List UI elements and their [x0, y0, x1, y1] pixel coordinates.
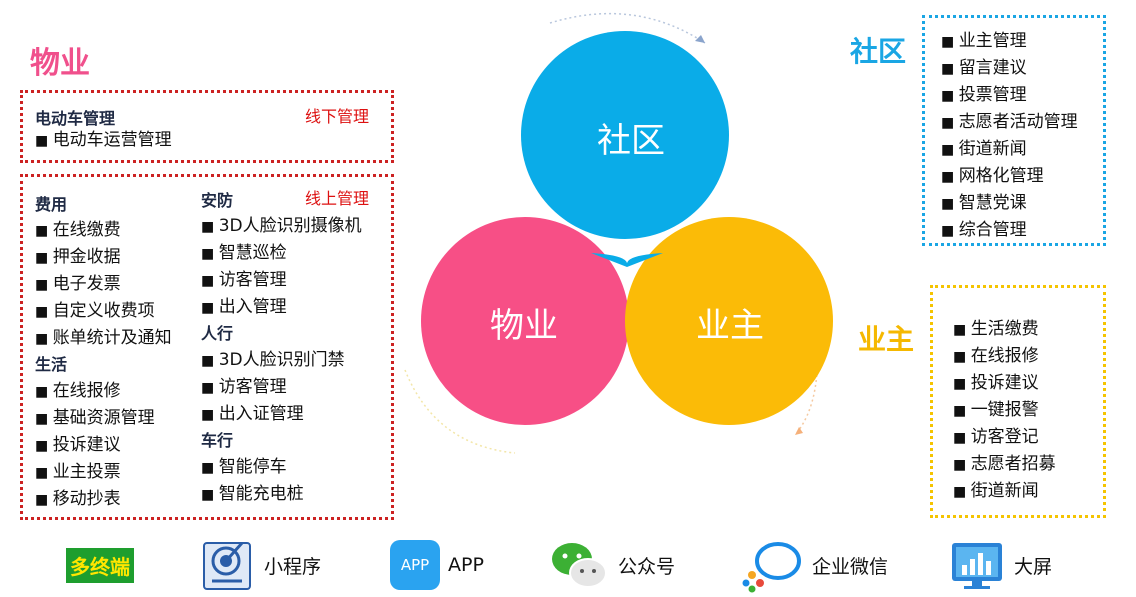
footer-big-screen: 大屏 [950, 535, 1052, 595]
venn-label-wuye: 物业 [490, 306, 558, 346]
section-header-vehicle: 车行 [201, 431, 234, 450]
list-item: 留言建议 [941, 55, 1078, 82]
list-item: 电子发票 [35, 271, 172, 298]
list-item: 在线报修 [35, 378, 172, 405]
list-item: 智能停车 [201, 454, 362, 481]
list-item: 智慧党课 [941, 190, 1078, 217]
yezhu-title: 业主 [858, 323, 915, 356]
list-item: 业主投票 [35, 459, 172, 486]
wuye-title: 物业 [30, 46, 90, 81]
arc-right-arrow [795, 427, 803, 435]
footer-wecom: 企业微信 [742, 535, 888, 595]
list-item: 自定义收费项 [35, 298, 172, 325]
list-item: 移动抄表 [35, 486, 172, 513]
online-tag: 线上管理 [305, 189, 370, 208]
venn-join [591, 253, 663, 267]
list-item: 基础资源管理 [35, 405, 172, 432]
wechat-icon [552, 543, 607, 588]
list-item: 街道新闻 [941, 136, 1078, 163]
app-icon: APP [390, 540, 440, 590]
list-item: 一键报警 [953, 397, 1056, 424]
mini-program-label: 小程序 [264, 555, 322, 578]
list-item: 网格化管理 [941, 163, 1078, 190]
footer-multi-terminal: 多终端 [66, 535, 134, 595]
list-item: 投诉建议 [35, 432, 172, 459]
list-item: 志愿者活动管理 [941, 109, 1078, 136]
wecom-icon [742, 542, 801, 593]
big-screen-icon [952, 543, 1002, 589]
list-item: 账单统计及通知 [35, 325, 172, 352]
list-item: 在线报修 [953, 343, 1056, 370]
offline-management-box: 电动车管理 线下管理 电动车运营管理 [20, 90, 394, 163]
offline-tag: 线下管理 [305, 107, 370, 126]
list-item: 综合管理 [941, 217, 1078, 244]
online-right-column: 安防 3D人脸识别摄像机 智慧巡检 访客管理 出入管理 人行 3D人脸识别门禁 … [201, 189, 362, 508]
footer-mini-program: 小程序 [200, 535, 321, 595]
list-item: 投票管理 [941, 82, 1078, 109]
footer-official-account: 公众号 [548, 535, 675, 595]
section-header-pedestrian: 人行 [201, 324, 234, 343]
list-item: 业主管理 [941, 28, 1078, 55]
arc-top-arrow [695, 35, 705, 43]
multi-terminal-badge: 多终端 [66, 547, 134, 583]
list-item: 智慧巡检 [201, 240, 362, 267]
list-item: 3D人脸识别摄像机 [201, 213, 362, 240]
shequ-box: 业主管理 留言建议 投票管理 志愿者活动管理 街道新闻 网格化管理 智慧党课 综… [922, 15, 1106, 246]
online-left-column: 费用 在线缴费 押金收据 电子发票 自定义收费项 账单统计及通知 生活 在线报修… [35, 193, 172, 513]
list-item: 出入管理 [201, 294, 362, 321]
official-account-label: 公众号 [618, 555, 676, 578]
app-label: APP [448, 554, 484, 576]
venn-diagram [404, 12, 833, 454]
offline-header: 电动车管理 [35, 109, 116, 128]
venn-circle-wuye [421, 217, 629, 425]
list-item: 智能充电桩 [201, 481, 362, 508]
list-item: 访客管理 [201, 267, 362, 294]
list-item: 押金收据 [35, 244, 172, 271]
list-item: 街道新闻 [953, 478, 1056, 505]
list-item: 访客登记 [953, 424, 1056, 451]
list-item: 投诉建议 [953, 370, 1056, 397]
section-header-fee: 费用 [35, 195, 68, 214]
venn-circle-shequ [521, 31, 729, 239]
venn-label-shequ: 社区 [597, 121, 665, 161]
list-item: 3D人脸识别门禁 [201, 347, 362, 374]
list-item: 生活缴费 [953, 316, 1056, 343]
list-item: 志愿者招募 [953, 451, 1056, 478]
section-header-life: 生活 [35, 355, 68, 374]
list-item: 在线缴费 [35, 217, 172, 244]
shequ-title: 社区 [850, 35, 907, 68]
wecom-label: 企业微信 [812, 555, 889, 578]
section-header-security: 安防 [201, 191, 234, 210]
yezhu-box: 生活缴费 在线报修 投诉建议 一键报警 访客登记 志愿者招募 街道新闻 [930, 285, 1106, 518]
venn-circle-yezhu [625, 217, 833, 425]
venn-label-yezhu: 业主 [696, 306, 764, 346]
list-item: 访客管理 [201, 374, 362, 401]
mini-program-icon [203, 542, 251, 590]
online-management-box: 线上管理 费用 在线缴费 押金收据 电子发票 自定义收费项 账单统计及通知 生活… [20, 174, 394, 520]
list-item: 出入证管理 [201, 401, 362, 428]
footer-app: APP APP [390, 535, 484, 595]
big-screen-label: 大屏 [1014, 555, 1053, 578]
offline-item: 电动车运营管理 [35, 127, 172, 154]
